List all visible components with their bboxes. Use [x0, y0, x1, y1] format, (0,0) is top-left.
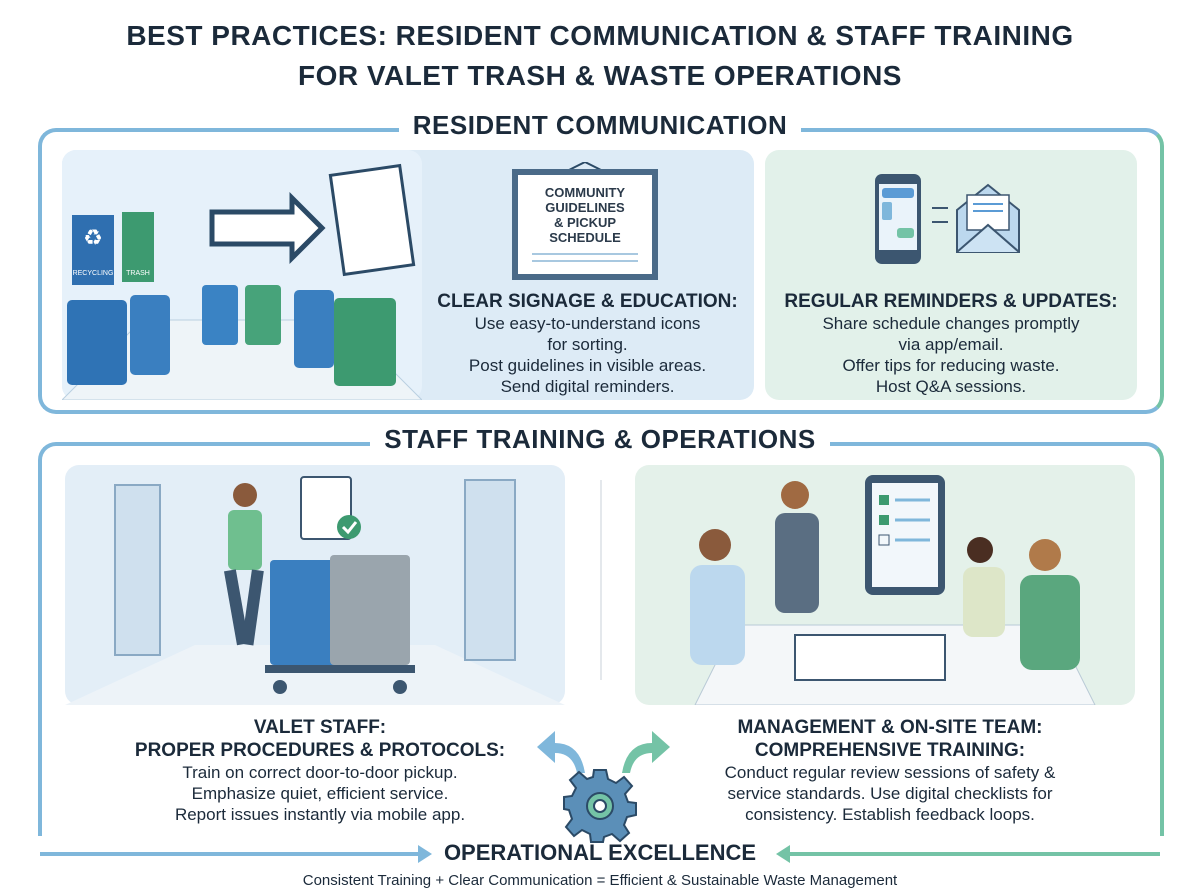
- management-line: consistency. Establish feedback loops.: [745, 805, 1035, 824]
- svg-text:COMMUNITY: COMMUNITY: [545, 185, 625, 200]
- curved-arrow-left-icon: [537, 731, 585, 773]
- tablet-checklist-icon: [865, 475, 945, 595]
- clipboard-check-icon: [300, 476, 361, 540]
- signage-line: Send digital reminders.: [500, 377, 675, 396]
- svg-text:RECYCLING: RECYCLING: [73, 270, 114, 277]
- svg-text:♻: ♻: [83, 225, 103, 250]
- reminders-line: via app/email.: [898, 335, 1004, 354]
- valet-subheading: PROPER PROCEDURES & PROTOCOLS:: [134, 740, 506, 761]
- reminders-text: REGULAR REMINDERS & UPDATES: Share sched…: [765, 290, 1137, 397]
- reminders-line: Share schedule changes promptly: [822, 314, 1080, 333]
- equals-divider: [932, 207, 948, 223]
- reminders-heading: REGULAR REMINDERS & UPDATES:: [784, 291, 1118, 312]
- arrow-right-icon: [209, 191, 326, 265]
- page-title-line2: FOR VALET TRASH & WASTE OPERATIONS: [298, 60, 902, 91]
- signage-line: for sorting.: [547, 335, 628, 354]
- recycling-hallway-illustration: ♻ RECYCLING TRASH: [62, 150, 422, 400]
- divider: [600, 480, 602, 680]
- trash-sign: [122, 212, 154, 282]
- arrowhead-left-icon: [776, 845, 790, 863]
- bins: [67, 285, 396, 386]
- management-subheading: COMPREHENSIVE TRAINING:: [754, 740, 1026, 761]
- management-line: Conduct regular review sessions of safet…: [724, 763, 1056, 782]
- excellence-arrow-left: [40, 852, 420, 856]
- arrowhead-right-icon: [418, 845, 432, 863]
- guidelines-board-illustration: COMMUNITY GUIDELINES & PICKUP SCHEDULE: [512, 162, 658, 280]
- signage-heading: CLEAR SIGNAGE & EDUCATION:: [437, 291, 738, 312]
- recycling-sign: [72, 215, 114, 285]
- gear-icon: [563, 769, 637, 843]
- management-line: service standards. Use digital checklist…: [727, 784, 1053, 803]
- svg-text:TRASH: TRASH: [126, 270, 150, 277]
- reminders-line: Offer tips for reducing waste.: [842, 356, 1060, 375]
- staff-section-title: STAFF TRAINING & OPERATIONS: [0, 424, 1200, 455]
- phone-icon: [875, 174, 921, 264]
- management-heading: MANAGEMENT & ON-SITE TEAM:: [737, 717, 1043, 738]
- valet-staff-illustration: [65, 465, 565, 705]
- management-training-illustration: [635, 465, 1135, 705]
- operational-excellence-heading: OPERATIONAL EXCELLENCE: [443, 840, 757, 865]
- valet-line: Emphasize quiet, efficient service.: [191, 784, 449, 803]
- resident-section-title: RESIDENT COMMUNICATION: [0, 110, 1200, 141]
- signage-line: Post guidelines in visible areas.: [468, 356, 707, 375]
- signage-line: Use easy-to-understand icons: [474, 314, 701, 333]
- footer-tagline: Consistent Training + Clear Communicatio…: [302, 872, 898, 889]
- envelope-icon: [956, 183, 1020, 253]
- svg-text:GUIDELINES: GUIDELINES: [545, 200, 625, 215]
- page-title-line1: BEST PRACTICES: RESIDENT COMMUNICATION &…: [126, 20, 1074, 51]
- svg-text:& PICKUP: & PICKUP: [554, 215, 616, 230]
- valet-heading: VALET STAFF:: [253, 717, 387, 738]
- reminders-panel: [765, 150, 1137, 400]
- curved-arrow-right-icon: [622, 731, 670, 773]
- valet-text: VALET STAFF: PROPER PROCEDURES & PROTOCO…: [110, 716, 530, 825]
- valet-line: Train on correct door-to-door pickup.: [182, 763, 458, 782]
- signage-text: CLEAR SIGNAGE & EDUCATION: Use easy-to-u…: [420, 290, 755, 397]
- excellence-arrow-right: [790, 852, 1160, 856]
- reminders-line: Host Q&A sessions.: [875, 377, 1027, 396]
- svg-text:SCHEDULE: SCHEDULE: [549, 230, 621, 245]
- valet-line: Report issues instantly via mobile app.: [174, 805, 466, 824]
- management-text: MANAGEMENT & ON-SITE TEAM: COMPREHENSIVE…: [680, 716, 1100, 825]
